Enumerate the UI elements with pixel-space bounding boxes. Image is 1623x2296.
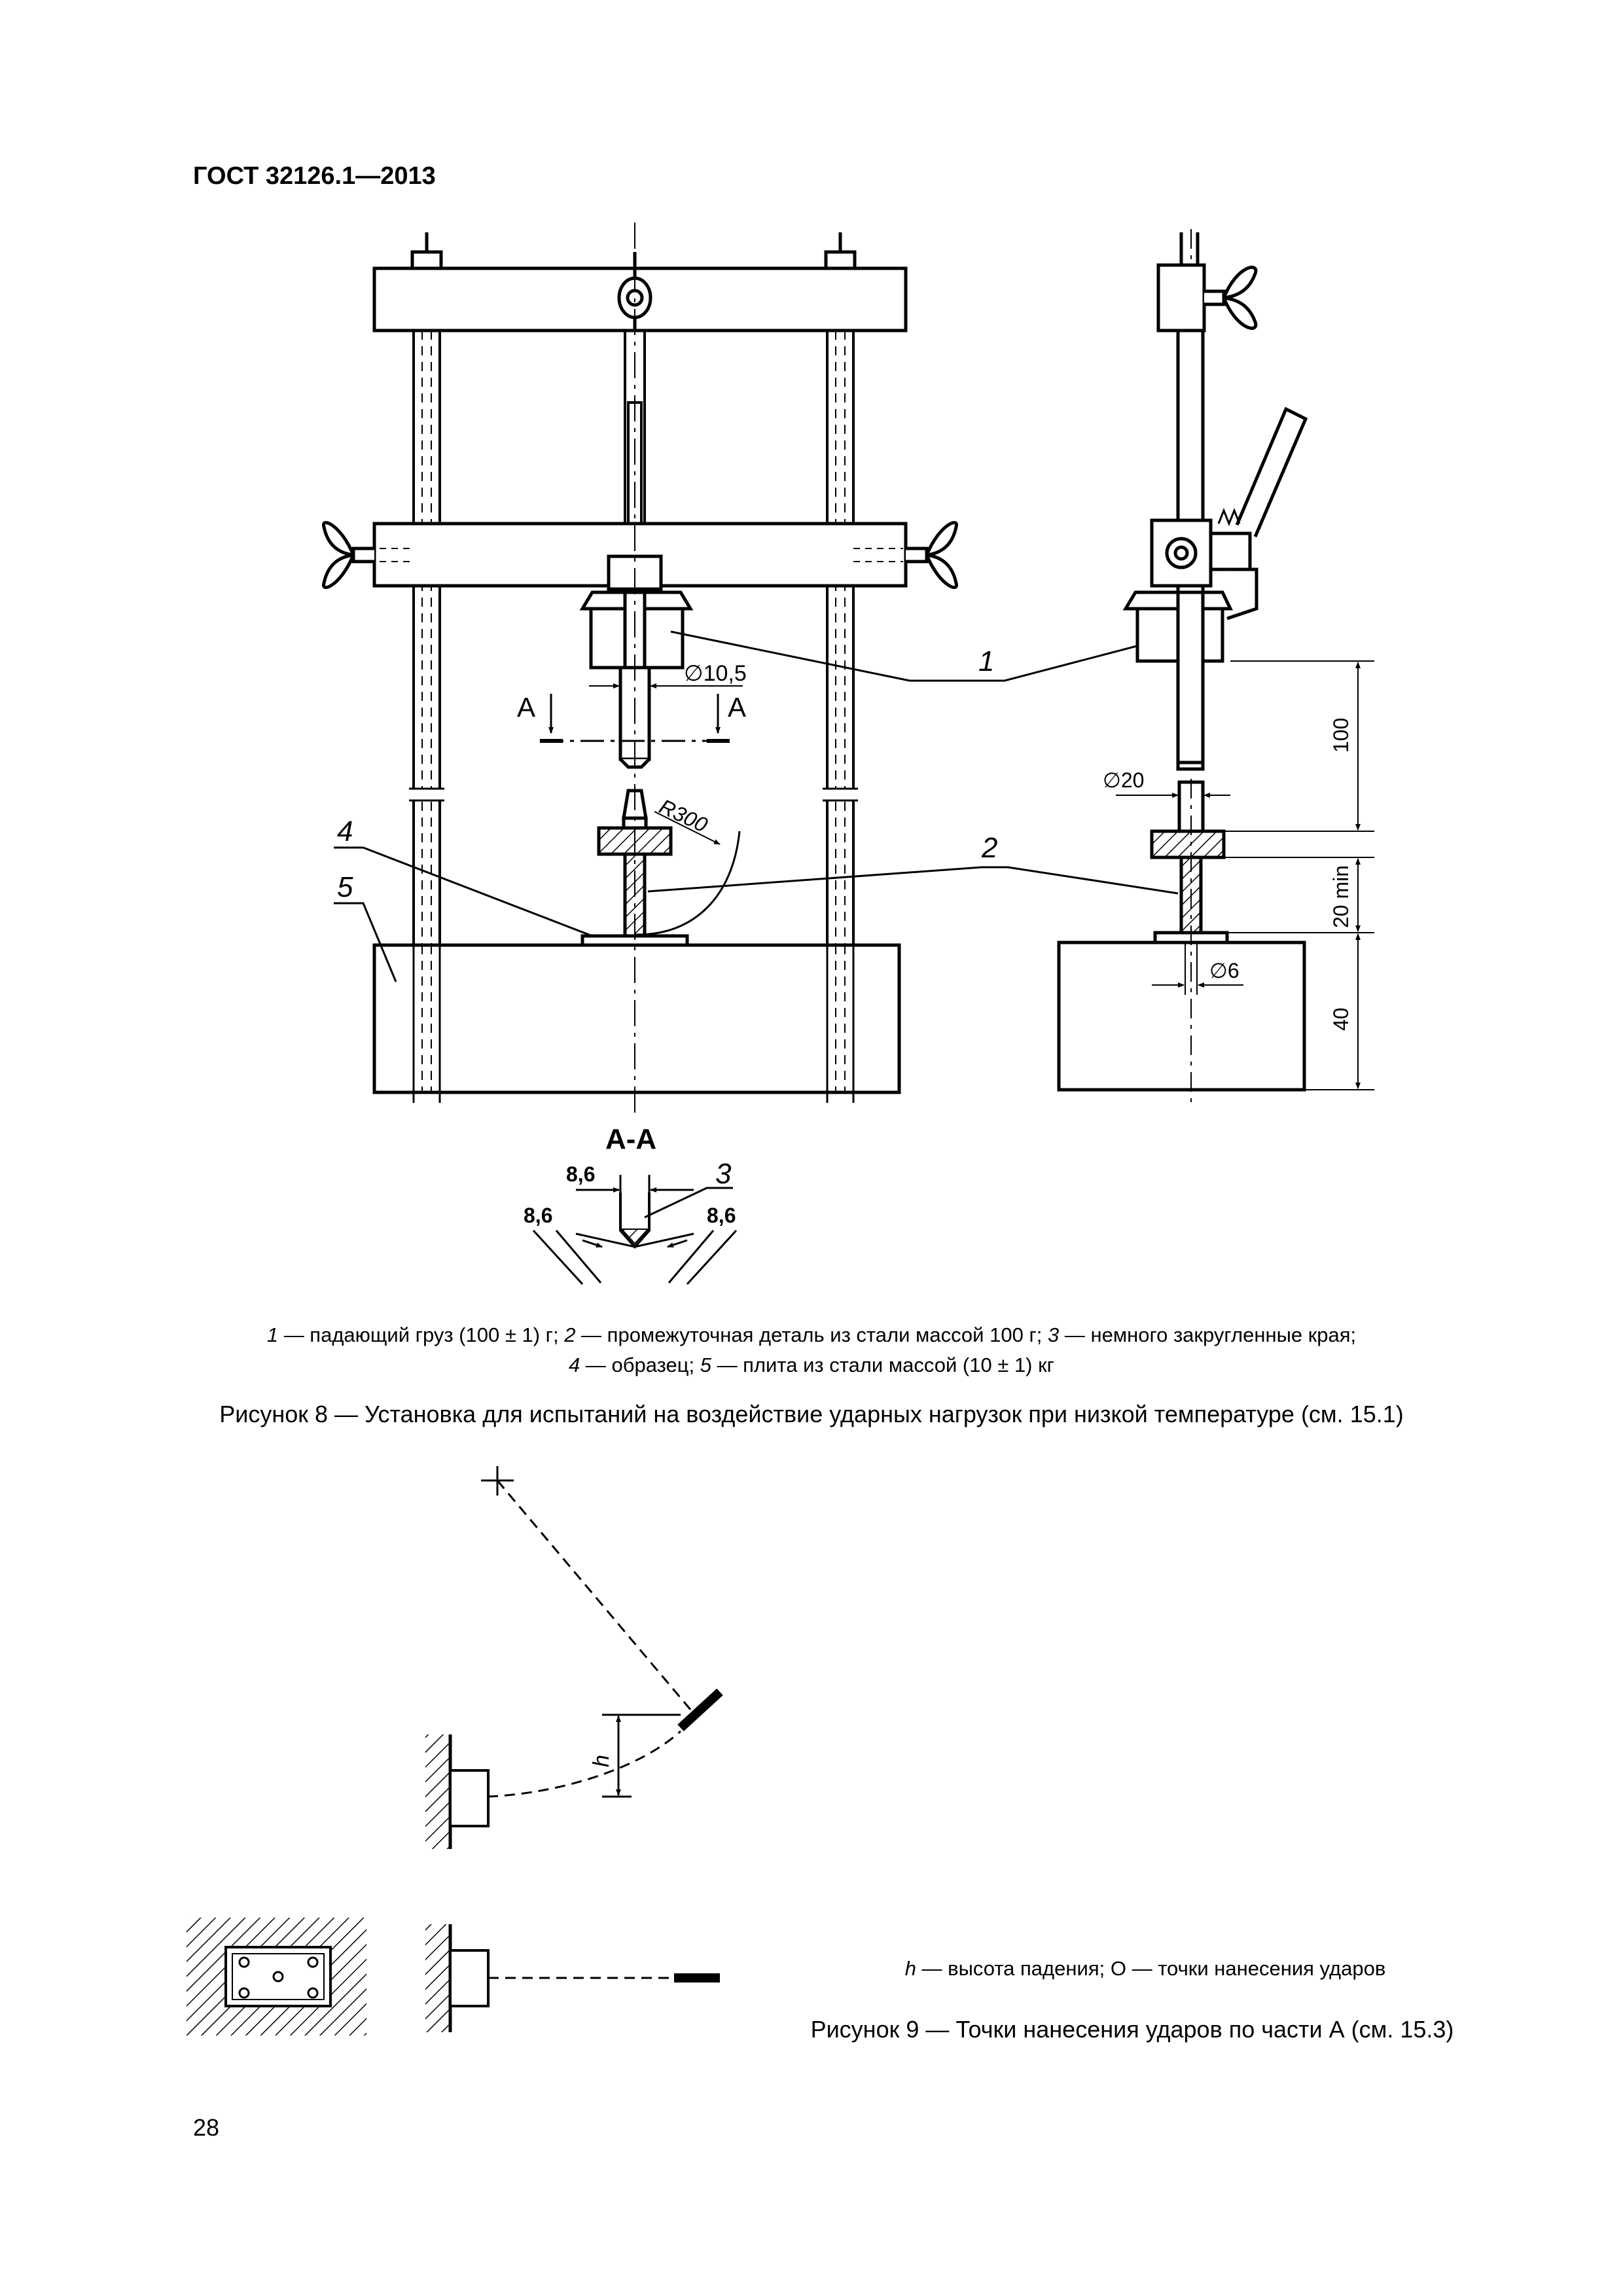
dim-pin-diameter: ∅6 [1209,959,1240,982]
impact-point-icon [238,1956,250,1968]
base-plate [372,943,901,1094]
dim-height-symbol: h [589,1755,614,1767]
dim-base-height: 40 [1329,1007,1353,1031]
legend-item2-num: 2 [564,1323,576,1346]
dim-edge-left: 8,6 [524,1204,552,1227]
dim-min-gap: 20 min [1329,865,1353,928]
legend-item3-text: — немного закругленные края; [1059,1323,1357,1346]
legend-item4-text: — образец; [580,1354,700,1376]
document-header: ГОСТ 32126.1—2013 [193,162,436,190]
legend-point-text: — точки нанесения ударов [1126,1957,1386,1980]
callout-3: 3 [715,1158,732,1190]
impact-point-icon [307,1987,319,1999]
right-wing-nut-icon [906,521,958,589]
leader-5 [334,902,397,982]
side-view [1057,229,1374,1106]
figure8-caption: Рисунок 8 — Установка для испытаний на в… [219,1401,1404,1427]
section-title: A-A [605,1123,656,1155]
section-a-a [532,1175,738,1285]
leader-2 [647,866,1179,895]
section-mark-right: A [728,692,746,723]
dim-drop: 100 [1329,718,1353,753]
left-wing-nut-icon [322,521,374,589]
impact-point-icon [272,1971,284,1982]
side-wing-nut-icon [1204,266,1258,330]
callout-5: 5 [337,871,353,903]
leader-4 [334,846,593,937]
side-base-plate [1057,941,1306,1092]
figure9-caption: Рисунок 9 — Точки нанесения ударов по ча… [810,2016,1454,2043]
front-view [322,223,1179,1113]
impact-point-icon [238,1987,250,1999]
legend-point-symbol: O [1110,1957,1126,1980]
section-a-a-labels: A-A 8,6 8,6 8,6 3 [524,1123,736,1227]
dim-rod-diameter: ∅20 [1103,768,1144,792]
figure9-legend: h — высота падения; O — точки нанесения … [785,1957,1505,1981]
section-mark-left: A [517,692,535,723]
figure9-impact-points [187,1918,720,2036]
callout-4: 4 [337,816,353,848]
legend-h-text: — высота падения; [916,1957,1111,1980]
side-view-labels: ∅20 ∅6 100 20 min 40 [1103,718,1353,1031]
page-number: 28 [193,2114,220,2141]
figure9-pendulum [425,1466,723,1849]
leader-1 [670,630,1143,682]
legend-item2-text: — промежуточная деталь из стали массой 1… [575,1323,1048,1346]
dim-bore: ∅10,5 [684,661,747,686]
legend-item1-text: — падающий груз (100 ± 1) г; [278,1323,565,1346]
callout-1: 1 [978,645,994,677]
front-view-labels: ∅10,5 A A R300 1 2 4 5 [337,645,997,903]
dim-edge-top: 8,6 [566,1162,595,1186]
dim-edge-right: 8,6 [707,1204,736,1227]
callout-2: 2 [981,832,997,864]
legend-item4-num: 4 [569,1354,580,1376]
legend-item5-text: — плита из стали массой (10 ± 1) кг [711,1354,1054,1376]
legend-item3-num: 3 [1047,1323,1060,1346]
legend-item1-num: 1 [266,1323,279,1346]
legend-h-symbol: h [904,1957,916,1980]
legend-item5-num: 5 [700,1354,711,1376]
right-bolt-nut [824,250,857,270]
impact-point-icon [307,1956,319,1968]
figure8-legend: 1 — падающий груз (100 ± 1) г; 2 — проме… [196,1320,1427,1380]
left-bolt-nut [410,250,443,270]
